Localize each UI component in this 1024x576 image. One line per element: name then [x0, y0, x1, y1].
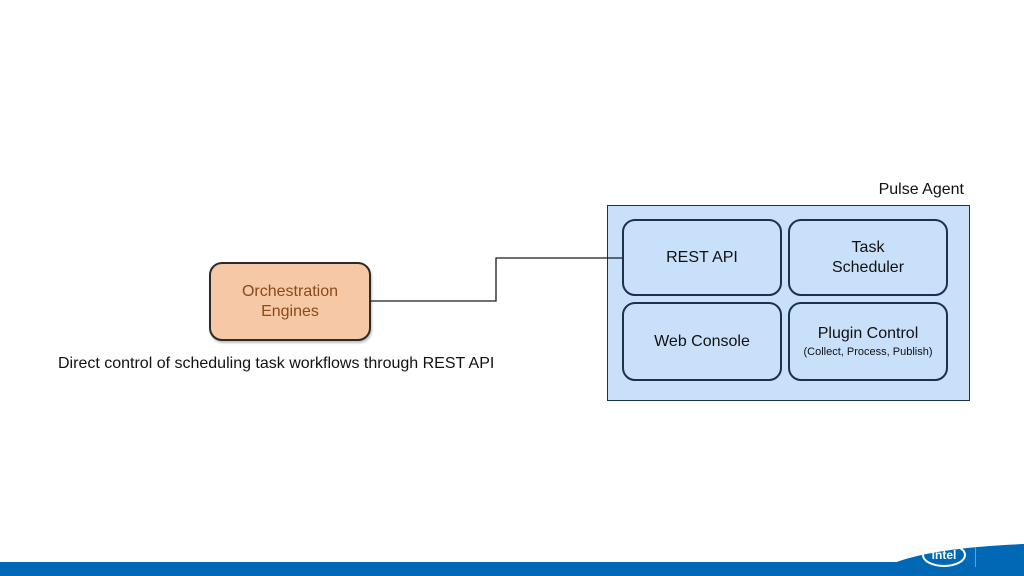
web-console-label: Web Console [654, 332, 750, 350]
pulse-agent-title: Pulse Agent [878, 181, 964, 198]
orchestration-label-line2: Engines [261, 302, 319, 320]
diagram-caption: Direct control of scheduling task workfl… [58, 355, 495, 372]
intel-logo-text: intel [932, 548, 957, 562]
orchestration-engines-box: Orchestration Engines [209, 262, 371, 341]
task-scheduler-label-line1: Task [851, 238, 885, 256]
logo-divider [975, 547, 976, 567]
task-scheduler-module: Task Scheduler [788, 219, 948, 296]
rest-api-label: REST API [666, 248, 738, 266]
plugin-control-module: Plugin Control (Collect, Process, Publis… [788, 302, 948, 381]
task-scheduler-label-line2: Scheduler [831, 258, 905, 276]
plugin-control-sublabel: (Collect, Process, Publish) [803, 346, 933, 358]
web-console-module: Web Console [622, 302, 782, 381]
plugin-control-label: Plugin Control [817, 325, 919, 342]
intel-logo: intel [922, 543, 966, 567]
orchestration-label-line1: Orchestration [241, 282, 339, 300]
rest-api-module: REST API [622, 219, 782, 296]
